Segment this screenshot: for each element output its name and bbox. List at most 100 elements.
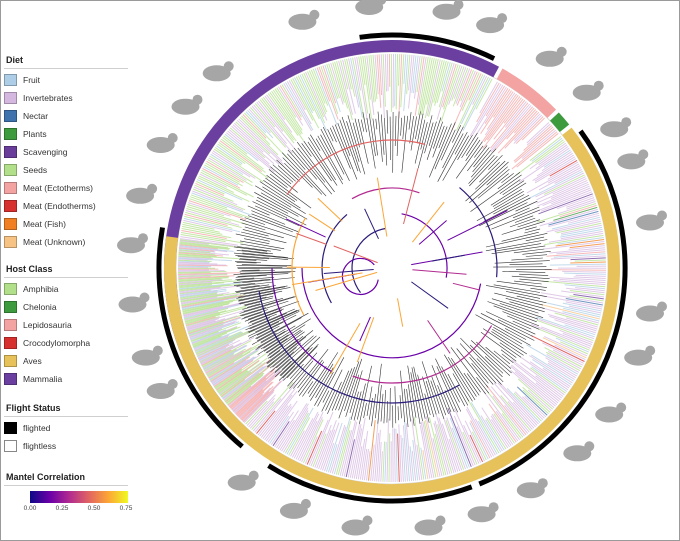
diet-line	[558, 201, 596, 215]
tip-branch	[426, 117, 442, 160]
diet-line	[250, 107, 286, 148]
diet-line	[551, 216, 601, 230]
diet-line	[459, 70, 476, 108]
diet-line	[360, 56, 366, 86]
tip-branch	[361, 119, 365, 132]
diet-line	[192, 327, 238, 346]
diet-line	[272, 89, 303, 134]
diet-line	[199, 344, 234, 363]
diet-line	[179, 290, 218, 297]
tip-branch	[401, 115, 408, 173]
diet-line	[180, 234, 226, 243]
tip-branch	[235, 233, 270, 242]
diet-line	[180, 292, 241, 303]
diet-line	[177, 264, 228, 267]
diet-line	[340, 60, 349, 90]
diet-label: Fruit	[23, 75, 40, 85]
diet-line	[419, 425, 431, 479]
tip-branch	[243, 296, 295, 312]
diet-line	[543, 336, 588, 357]
diet-line	[464, 420, 485, 462]
diet-line	[484, 92, 516, 136]
diet-line	[372, 418, 379, 482]
ostrich-icon	[636, 210, 667, 231]
tip-branch	[362, 112, 367, 133]
ostrich-head	[657, 210, 667, 221]
diet-line	[547, 362, 575, 380]
tip-branch	[400, 370, 405, 423]
diet-line	[520, 362, 565, 396]
tip-branch	[251, 213, 299, 232]
internal-branch	[258, 291, 460, 404]
tip-branch	[359, 365, 372, 424]
diet-line	[324, 64, 341, 112]
whale-body	[355, 0, 384, 15]
diet-line	[181, 294, 238, 306]
diet-line	[449, 417, 470, 468]
tip-branch	[396, 111, 400, 157]
diet-line	[453, 415, 476, 466]
diet-swatch	[4, 164, 17, 176]
diet-line	[366, 55, 375, 115]
diet-line	[178, 249, 211, 254]
lizard-icon	[600, 117, 632, 138]
diet-line	[370, 54, 376, 102]
diet-line	[466, 406, 495, 457]
diet-line	[513, 126, 554, 162]
tip-branch	[476, 341, 512, 374]
diet-line	[264, 403, 292, 441]
diet-line	[183, 302, 245, 318]
internal-branch	[412, 269, 467, 275]
tip-branch	[235, 275, 267, 278]
tip-branch	[484, 356, 504, 374]
diet-line	[320, 429, 336, 470]
diet-line	[189, 320, 237, 338]
diet-line	[511, 131, 558, 170]
diet-line	[424, 58, 439, 119]
diet-line	[543, 149, 571, 168]
diet-line	[202, 168, 241, 189]
diet-line	[516, 386, 548, 416]
tip-branch	[289, 363, 304, 380]
diet-line	[232, 373, 276, 412]
tip-branch	[334, 124, 358, 180]
tip-branch	[437, 133, 464, 182]
tip-branch	[269, 342, 302, 369]
tip-branch	[274, 358, 295, 378]
vulture-icon	[341, 515, 373, 536]
tip-branch	[441, 366, 460, 403]
tip-branch	[375, 118, 378, 130]
diet-line	[505, 101, 527, 128]
parrot-head	[657, 301, 667, 312]
diet-line	[553, 280, 606, 286]
diet-line	[228, 129, 270, 165]
tip-branch	[251, 313, 277, 325]
tip-branch	[414, 119, 426, 164]
tip-branch	[402, 115, 406, 140]
tip-branch	[352, 122, 360, 148]
tip-branch	[386, 110, 389, 134]
diet-line	[523, 125, 553, 151]
tip-branch	[240, 307, 267, 316]
diet-line	[184, 307, 229, 320]
diet-line	[184, 215, 233, 229]
diet-line	[490, 105, 532, 153]
diet-line	[493, 99, 526, 140]
tip-branch	[513, 248, 545, 254]
diet-line	[233, 369, 281, 413]
tip-branch	[368, 113, 376, 157]
diet-line	[318, 420, 337, 470]
goose-head	[645, 345, 656, 356]
tip-branch	[241, 312, 262, 320]
tip-branch	[239, 270, 275, 272]
mantel-tick-label: 0.00	[23, 505, 37, 512]
kangaroo-icon	[118, 292, 150, 313]
diet-line	[453, 408, 480, 464]
diet-line	[411, 419, 421, 481]
diet-line	[417, 56, 427, 105]
deer-icon	[476, 13, 508, 34]
tip-branch	[240, 271, 296, 274]
diet-line	[188, 317, 242, 336]
diet-line	[541, 307, 599, 324]
tip-branch	[238, 287, 291, 298]
